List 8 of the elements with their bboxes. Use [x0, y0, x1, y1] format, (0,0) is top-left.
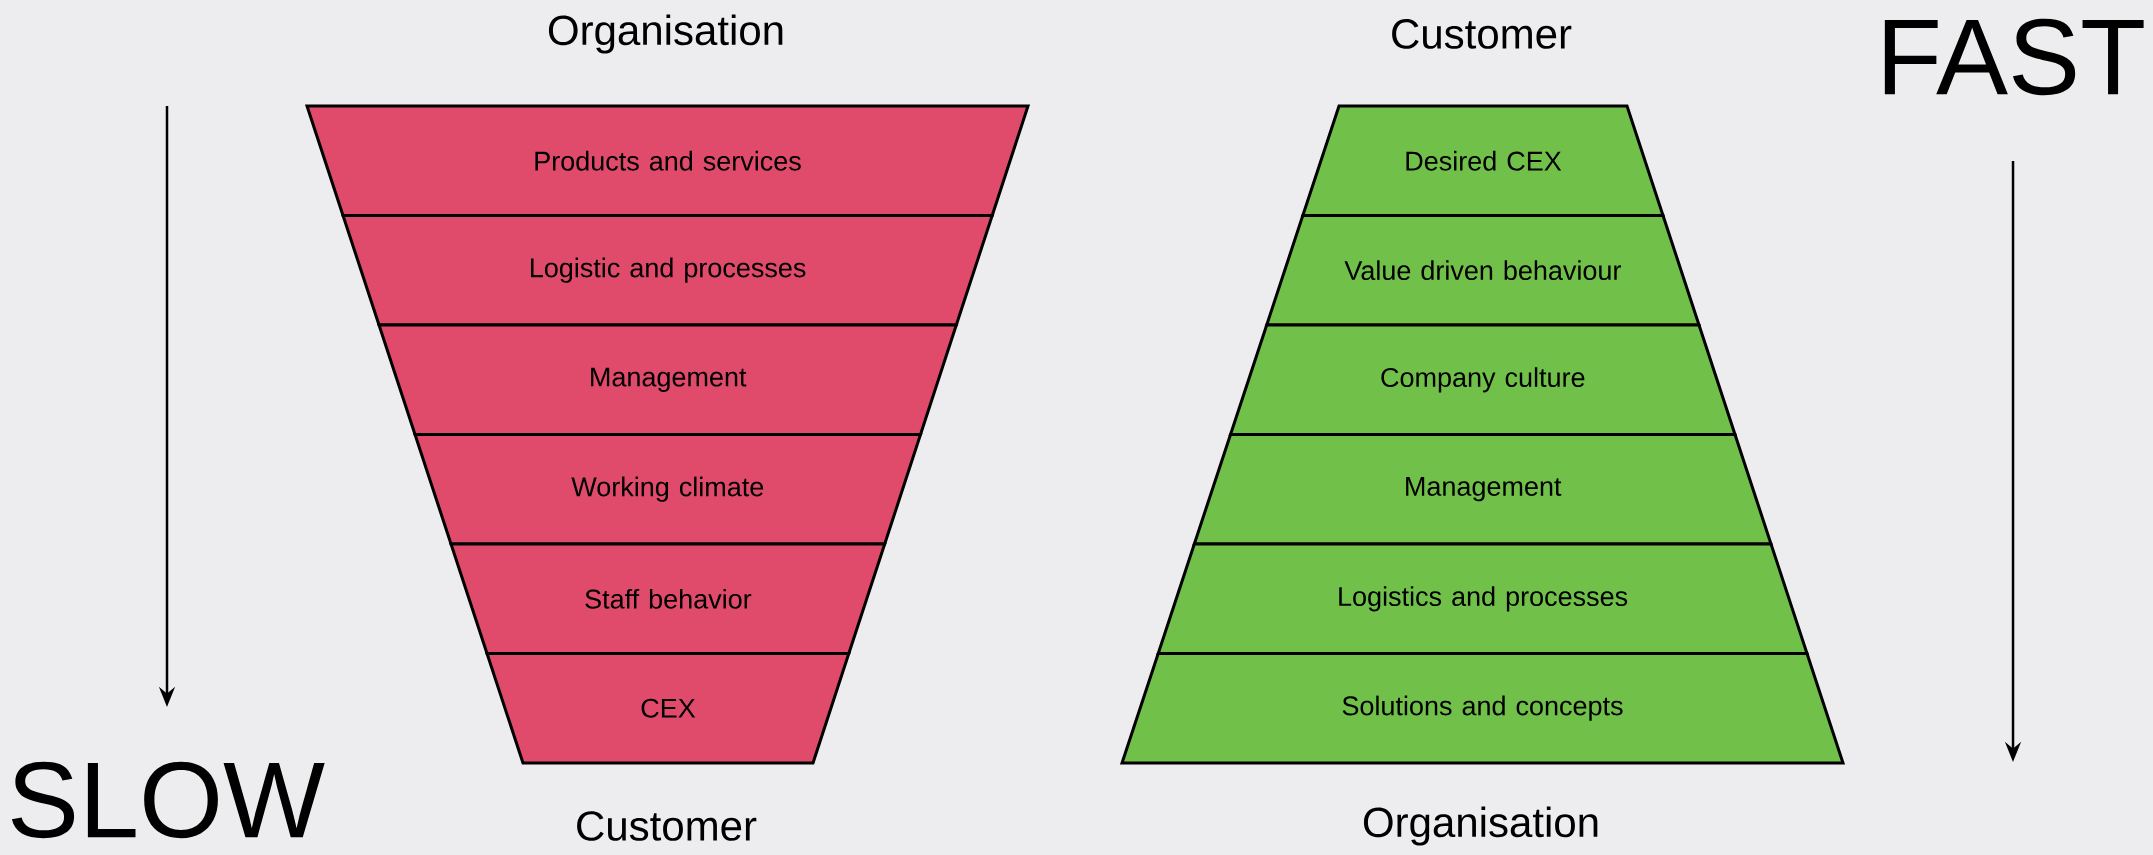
heading: Organisation — [548, 14, 783, 54]
heading: Customer — [577, 811, 757, 841]
heading: Organisation — [1363, 806, 1598, 846]
speed-label: SLOW — [11, 761, 325, 839]
funnel-band: Management — [1192, 433, 1774, 546]
speed-label: FAST — [1884, 18, 2144, 96]
funnel-band: Logistics and processes — [1156, 542, 1810, 655]
heading: Customer — [1392, 19, 1572, 49]
